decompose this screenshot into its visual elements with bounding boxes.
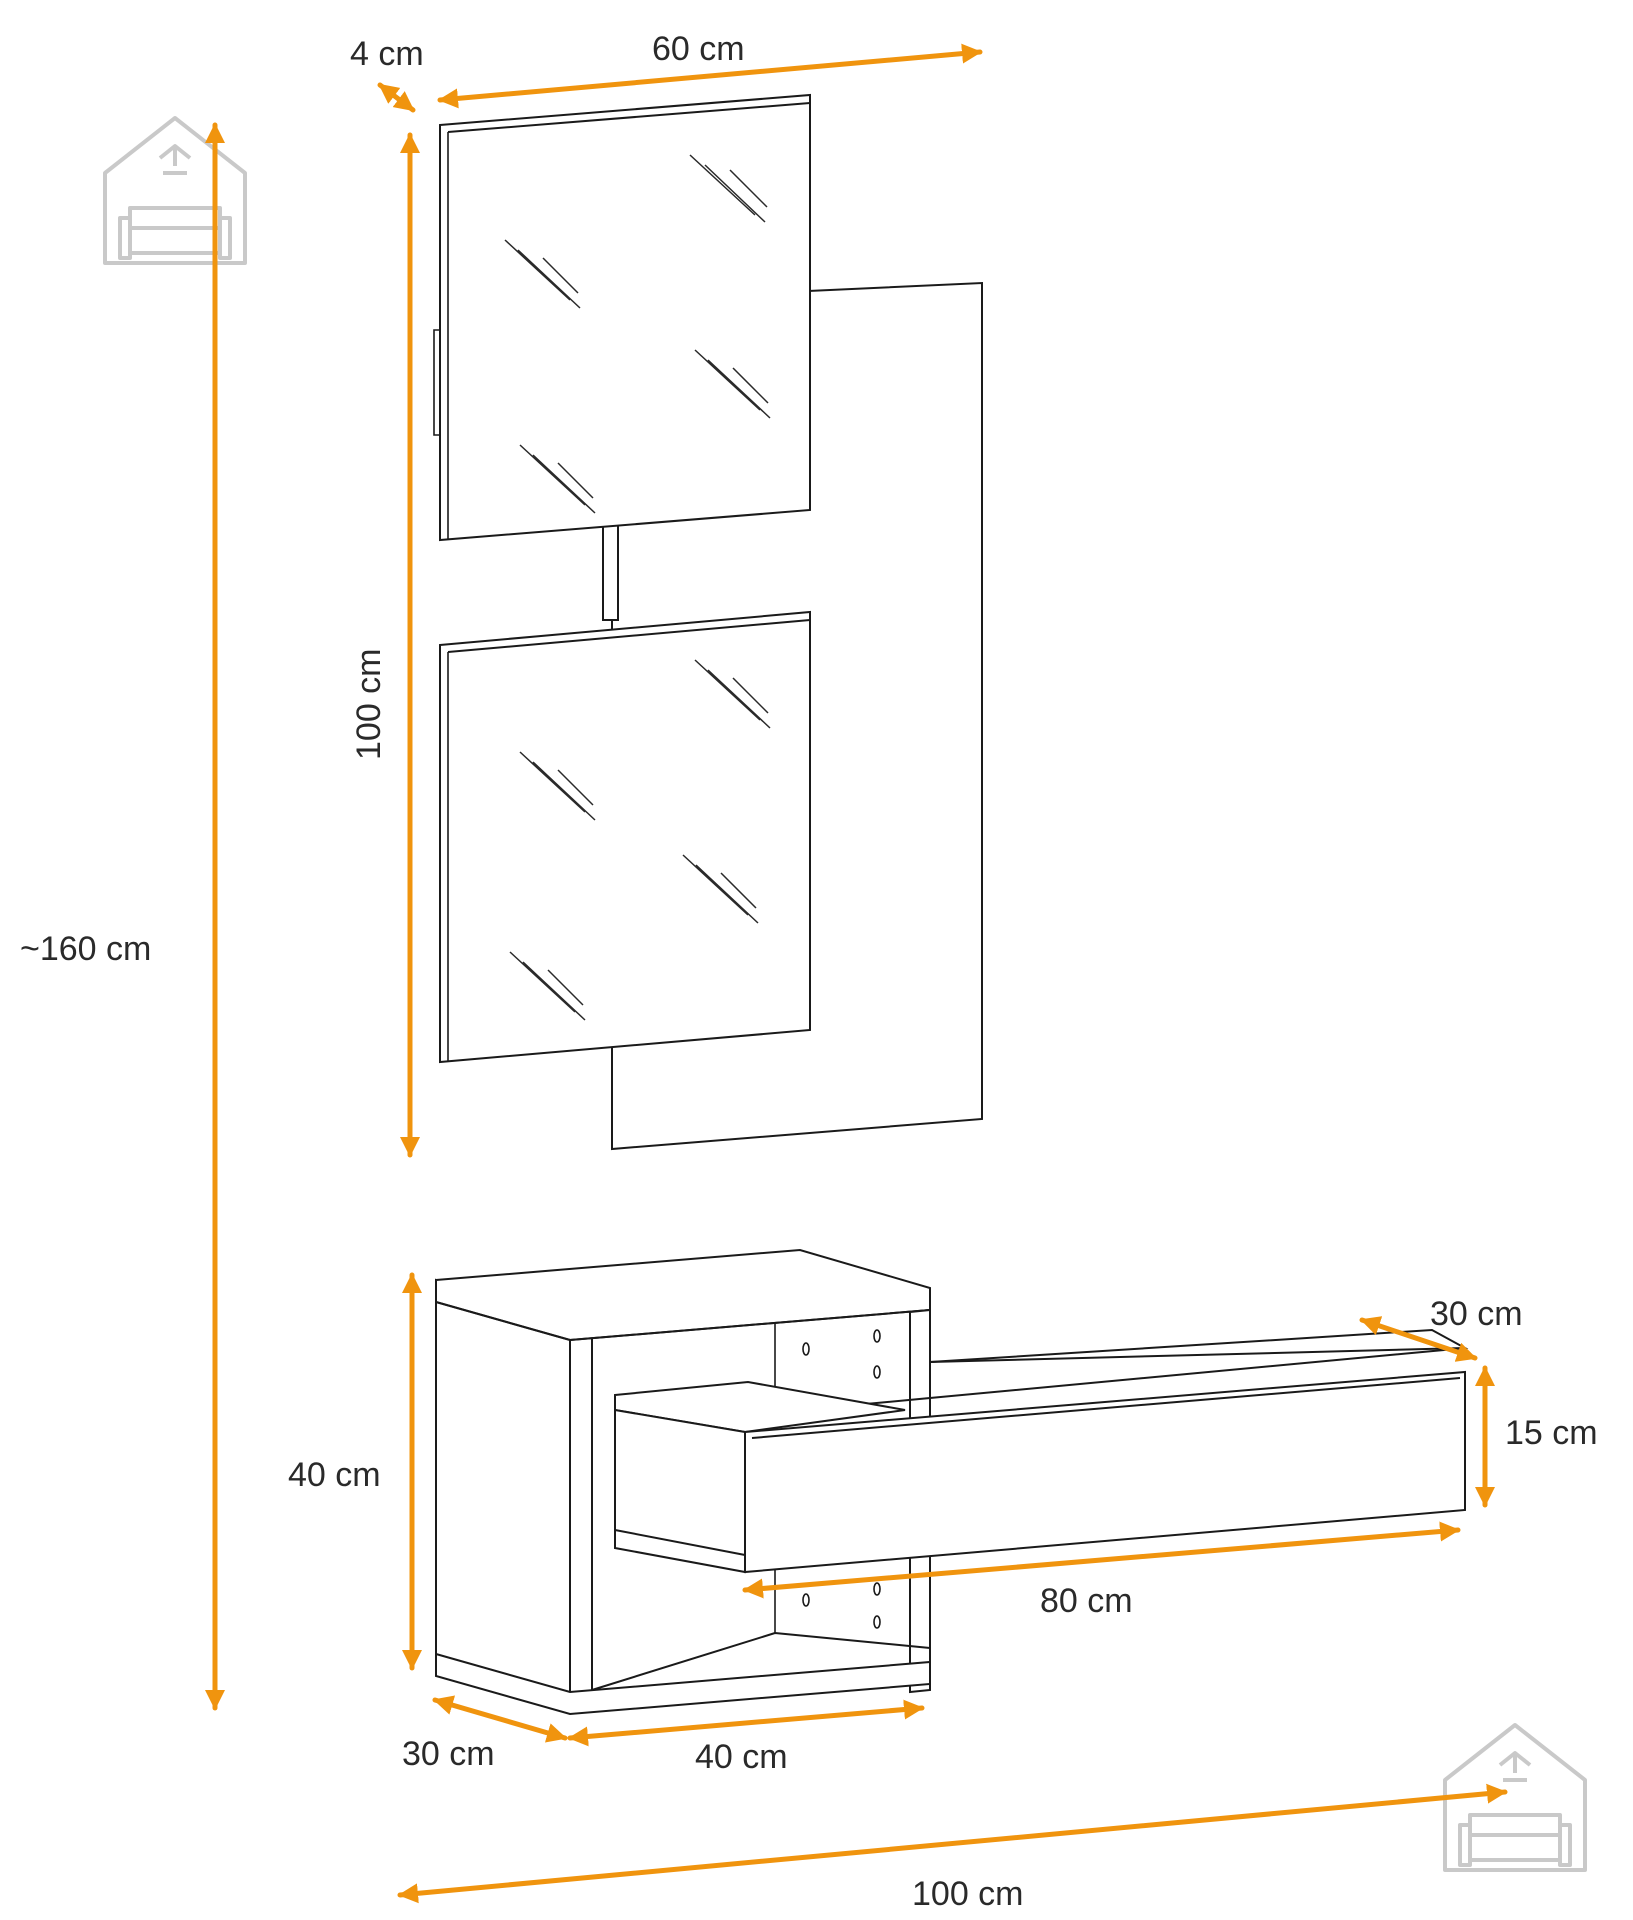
- arrow-drawer-depth: [1359, 1316, 1478, 1362]
- label-drawer-height: 15 cm: [1505, 1414, 1598, 1452]
- lower-mirror: [439, 610, 811, 1064]
- label-total-width: 100 cm: [912, 1875, 1024, 1913]
- arrow-mirror-depth: [377, 82, 416, 113]
- label-mirror-depth: 4 cm: [350, 35, 424, 73]
- arrow-cabinet-depth: [432, 1695, 568, 1743]
- arrow-cabinet-width: [567, 1699, 925, 1747]
- arrow-drawer-width: [742, 1521, 1461, 1599]
- label-total-height: ~160 cm: [20, 930, 151, 968]
- glare-marks: [504, 154, 771, 514]
- upper-mirror: [433, 93, 811, 542]
- glare-marks: [509, 659, 771, 1021]
- label-mirror-height: 100 cm: [350, 649, 388, 761]
- label-cabinet-depth: 30 cm: [402, 1735, 495, 1773]
- label-cabinet-height: 40 cm: [288, 1456, 381, 1494]
- label-mirror-width: 60 cm: [652, 30, 745, 68]
- label-cabinet-width: 40 cm: [695, 1738, 788, 1776]
- arrow-mirror-width: [437, 43, 983, 109]
- mirror-connector-bar: [602, 519, 619, 621]
- dimension-arrow-icon: [205, 43, 1508, 1904]
- drawer-unit: [614, 1328, 1469, 1574]
- arrow-total-width: [397, 1783, 1508, 1904]
- label-drawer-depth: 30 cm: [1430, 1295, 1523, 1333]
- label-drawer-width: 80 cm: [1040, 1582, 1133, 1620]
- house-sofa-logo-icon: [103, 116, 247, 265]
